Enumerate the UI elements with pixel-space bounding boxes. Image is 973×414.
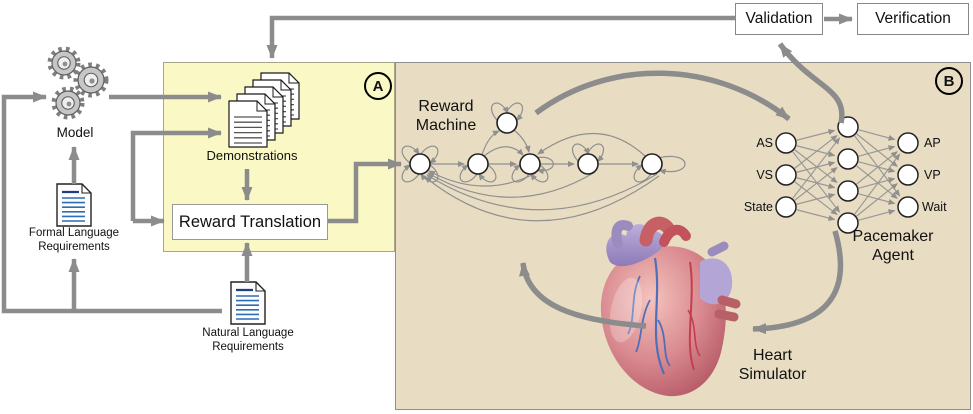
demonstrations-label: Demonstrations	[206, 148, 298, 163]
formal-requirements-doc-icon	[56, 183, 92, 227]
verification-label: Verification	[875, 10, 951, 27]
output-node-label-vp: VP	[924, 168, 941, 182]
input-node-label-vs: VS	[756, 168, 773, 182]
validation-label: Validation	[745, 10, 813, 27]
formal-language-requirements-label: Formal Language Requirements	[28, 227, 120, 253]
output-node-label-wait: Wait	[922, 200, 947, 214]
model-gears-icon	[47, 46, 109, 120]
validation-box: Validation	[735, 3, 823, 35]
output-node-label-ap: AP	[924, 136, 941, 150]
model-label: Model	[56, 125, 94, 140]
reward-translation-label: Reward Translation	[178, 212, 322, 231]
verification-box: Verification	[857, 3, 969, 35]
panel-b-badge: B	[935, 67, 963, 95]
natural-requirements-doc-icon	[230, 281, 266, 325]
heart-simulator-label: Heart Simulator	[738, 347, 807, 383]
input-node-label-state: State	[743, 200, 773, 214]
input-node-label-as: AS	[756, 136, 773, 150]
reward-translation-box: Reward Translation	[172, 204, 328, 240]
reward-machine-label: Reward Machine	[415, 98, 477, 134]
natural-language-requirements-label: Natural Language Requirements	[202, 327, 294, 353]
pacemaker-agent-label: Pacemaker Agent	[852, 228, 934, 264]
panel-a-badge: A	[364, 72, 392, 100]
